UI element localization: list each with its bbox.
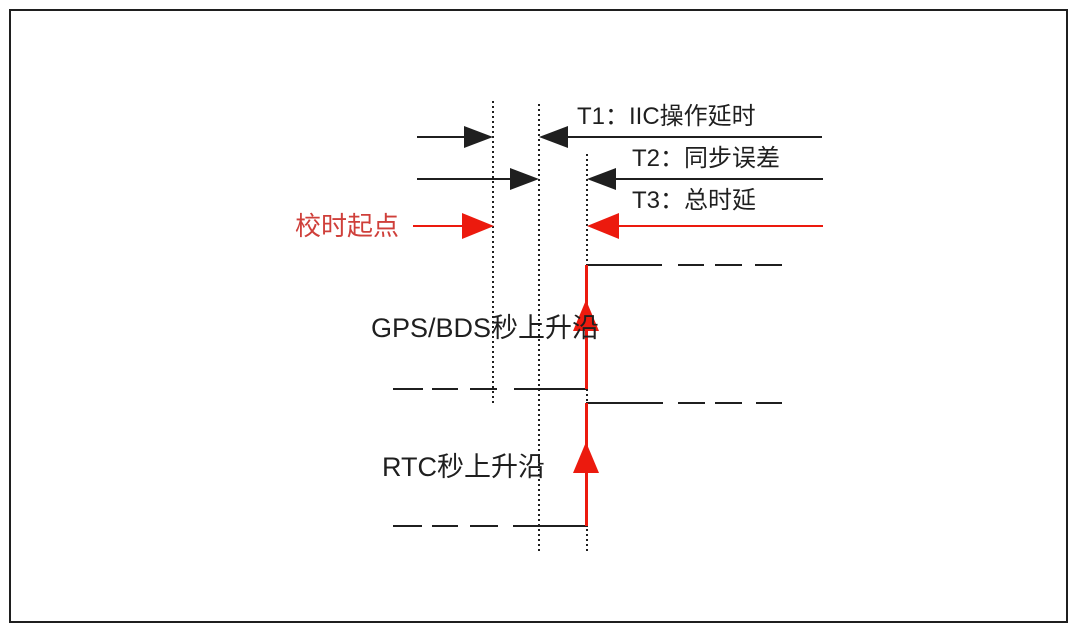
t2-right-pointing-arrow-icon bbox=[510, 168, 539, 190]
gps-high-level-line bbox=[586, 264, 662, 266]
calibration-start-label: 校时起点 bbox=[295, 211, 400, 241]
t2-left-arrow-line bbox=[417, 178, 511, 180]
gps-low-dash bbox=[432, 388, 458, 390]
rtc-low-dash bbox=[432, 525, 458, 527]
t2-label: T2：同步误差 bbox=[632, 145, 781, 172]
t1-label: T1：IIC操作延时 bbox=[577, 103, 756, 130]
rtc-low-dash bbox=[470, 525, 498, 527]
rtc-low-level-line bbox=[513, 525, 588, 527]
gps-low-level-line bbox=[514, 388, 588, 390]
t3-right-pointing-arrow-icon bbox=[462, 213, 494, 239]
gps-high-dash bbox=[755, 264, 782, 266]
rtc-high-dash bbox=[678, 402, 705, 404]
rtc-low-dash bbox=[393, 525, 422, 527]
t3-label: T3：总时延 bbox=[632, 187, 757, 214]
rtc-high-dash bbox=[756, 402, 782, 404]
outer-border bbox=[9, 9, 1068, 623]
t1-right-pointing-arrow-icon bbox=[464, 126, 493, 148]
t2-right-arrow-line bbox=[608, 178, 823, 180]
t1-left-arrow-line bbox=[417, 136, 475, 138]
gps-signal-label: GPS/BDS秒上升沿 bbox=[371, 313, 600, 343]
t1-left-pointing-arrow-icon bbox=[539, 126, 568, 148]
guide-line-gps-reference bbox=[538, 104, 540, 553]
gps-high-dash bbox=[678, 264, 704, 266]
t2-left-pointing-arrow-icon bbox=[587, 168, 616, 190]
t3-left-arrow-line bbox=[413, 225, 465, 227]
guide-line-calibration-start bbox=[492, 101, 494, 404]
t3-right-arrow-line bbox=[612, 225, 823, 227]
rtc-high-level-line bbox=[586, 402, 663, 404]
rtc-rising-edge-up-arrow-icon bbox=[573, 442, 599, 473]
gps-low-dash bbox=[393, 388, 423, 390]
gps-rising-edge-up-arrow-icon bbox=[573, 300, 599, 331]
t1-right-arrow-line bbox=[560, 136, 822, 138]
rtc-signal-label: RTC秒上升沿 bbox=[382, 452, 546, 482]
gps-high-dash bbox=[715, 264, 742, 266]
rtc-high-dash bbox=[715, 402, 742, 404]
gps-low-dash bbox=[470, 388, 497, 390]
